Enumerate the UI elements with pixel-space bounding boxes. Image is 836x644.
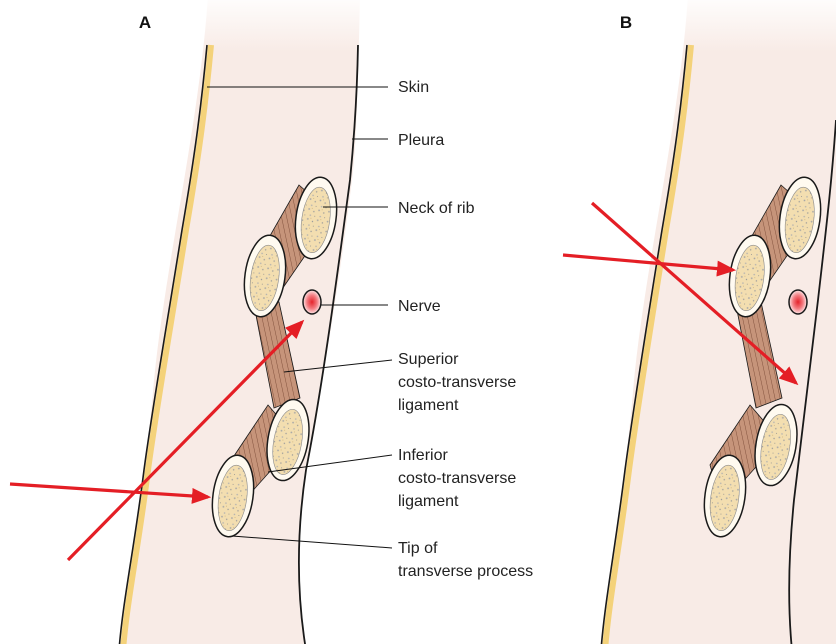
label-superior-line-1: Superior (398, 351, 459, 368)
nerve-b (789, 290, 807, 314)
panel-b-label: B (620, 13, 632, 32)
label-inferior-costo-transverse-ligament: Inferior costo-transverse ligament (398, 447, 521, 510)
label-tip-of-transverse-process: Tip of transverse process (398, 540, 533, 580)
label-nerve: Nerve (398, 298, 441, 315)
label-inferior-line-1: Inferior (398, 447, 448, 464)
label-superior-line-2: costo-transverse (398, 374, 516, 391)
panel-b: B (563, 0, 836, 644)
label-inferior-line-3: ligament (398, 493, 459, 510)
panel-a-label: A (139, 13, 151, 32)
label-skin: Skin (398, 79, 429, 96)
label-superior-costo-transverse-ligament: Superior costo-transverse ligament (398, 351, 521, 414)
label-neck-of-rib: Neck of rib (398, 200, 475, 217)
tissue-body (123, 0, 360, 644)
label-tip-line-1: Tip of (398, 540, 438, 557)
panel-a: A Skin Pleura Neck of rib Nerve Superior… (10, 0, 533, 644)
label-tip-line-2: transverse process (398, 563, 533, 580)
nerve (303, 290, 321, 314)
tissue-body-b (605, 0, 836, 644)
label-pleura: Pleura (398, 132, 444, 149)
label-superior-line-3: ligament (398, 397, 459, 414)
label-inferior-line-2: costo-transverse (398, 470, 516, 487)
